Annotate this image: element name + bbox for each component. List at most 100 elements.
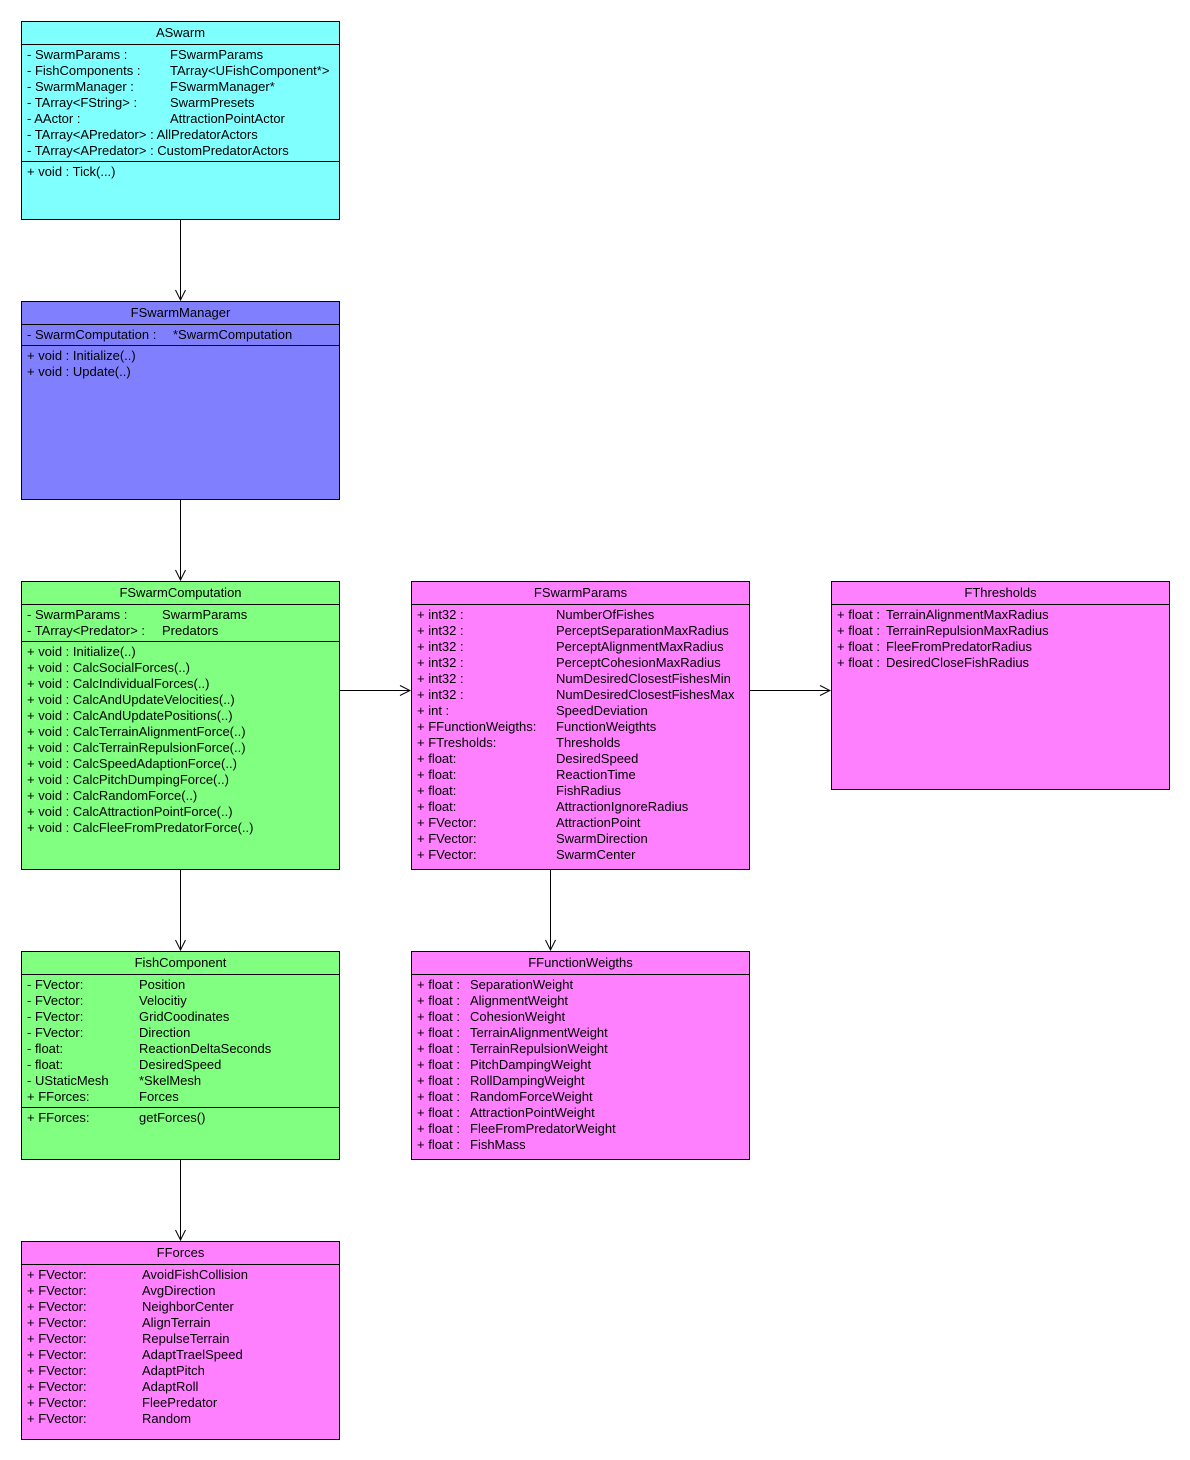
member-type: + void : CalcFleeFromPredatorForce(..) <box>27 820 254 835</box>
attribute-row: + FVector:AdaptTraelSpeed <box>27 1347 334 1363</box>
attribute-row: + FForces:Forces <box>27 1089 334 1105</box>
member-type: + FVector: <box>27 1379 87 1394</box>
member-name: SwarmCenter <box>556 847 636 862</box>
class-fswarmparams: FSwarmParams + int32 :NumberOfFishes+ in… <box>411 581 750 870</box>
member-name: TArray<UFishComponent*> <box>170 63 330 78</box>
attribute-row: + FVector:AttractionPoint <box>417 815 744 831</box>
member-name: NumDesiredClosestFishesMin <box>556 671 731 686</box>
member-name: AdaptTraelSpeed <box>142 1347 243 1362</box>
attribute-row: + FVector: AdaptRoll <box>27 1379 334 1395</box>
member-name: ReactionTime <box>556 767 636 782</box>
attribute-row: + float :SeparationWeight <box>417 977 744 993</box>
member-type: + float : <box>417 1041 460 1056</box>
member-type: - UStaticMesh <box>27 1073 109 1088</box>
attribute-row: - SwarmParams :SwarmParams <box>27 607 334 623</box>
member-type: + float : <box>837 655 880 670</box>
class-title: FSwarmManager <box>22 302 339 325</box>
attribute-row: + int32 :NumberOfFishes <box>417 607 744 623</box>
class-fishcomponent: FishComponent - FVector:Position- FVecto… <box>21 951 340 1160</box>
class-title: FForces <box>22 1242 339 1265</box>
member-type: + int : <box>417 703 450 718</box>
attribute-row: + FVector:AdaptPitch <box>27 1363 334 1379</box>
member-name: AttractionPointActor <box>170 111 285 126</box>
method-row: + FForces:getForces() <box>27 1110 334 1126</box>
attributes-section: + float :SeparationWeight+ float :Alignm… <box>412 975 749 1155</box>
member-type: - AActor : <box>27 111 81 126</box>
attribute-row: + float :TerrainAlignmentWeight <box>417 1025 744 1041</box>
member-type: - TArray<APredator> : AllPredatorActors <box>27 127 258 142</box>
member-name: AlignmentWeight <box>470 993 569 1008</box>
member-name: PerceptAlignmentMaxRadius <box>556 639 724 654</box>
member-name: Direction <box>139 1025 191 1040</box>
member-type: + void : CalcPitchDumpingForce(..) <box>27 772 229 787</box>
member-type: + float: <box>417 799 457 814</box>
member-type: + FForces: <box>27 1089 90 1104</box>
method-row: + void : Update(..) <box>27 364 334 380</box>
attribute-row: - TArray<Predator> :Predators <box>27 623 334 639</box>
attributes-section: - SwarmComputation :*SwarmComputation <box>22 325 339 346</box>
class-fswarmmanager: FSwarmManager - SwarmComputation :*Swarm… <box>21 301 340 500</box>
attribute-row: - AActor : AttractionPointActor <box>27 111 334 127</box>
attribute-row: - SwarmParams :FSwarmParams <box>27 47 334 63</box>
member-type: + float : <box>417 1137 460 1152</box>
member-name: TerrainRepulsionMaxRadius <box>886 623 1049 638</box>
member-type: - SwarmManager : <box>27 79 134 94</box>
member-type: + float : <box>417 1121 460 1136</box>
member-name: AdaptRoll <box>142 1379 199 1394</box>
member-name: Velocitiy <box>139 993 187 1008</box>
member-name: FleeFromPredatorRadius <box>886 639 1032 654</box>
member-name: CohesionWeight <box>470 1009 566 1024</box>
member-name: Thresholds <box>556 735 621 750</box>
member-type: - SwarmParams : <box>27 47 128 62</box>
member-type: + FVector: <box>27 1315 87 1330</box>
attribute-row: + float :FishMass <box>417 1137 744 1153</box>
member-name: SpeedDeviation <box>556 703 648 718</box>
member-name: Predators <box>162 623 219 638</box>
attribute-row: + FTresholds:Thresholds <box>417 735 744 751</box>
member-name: Position <box>139 977 186 992</box>
member-name: FleeFromPredatorWeight <box>470 1121 616 1136</box>
member-name: PerceptSeparationMaxRadius <box>556 623 729 638</box>
class-ffunctionweigths: FFunctionWeigths + float :SeparationWeig… <box>411 951 750 1160</box>
member-type: + void : CalcIndividualForces(..) <box>27 676 210 691</box>
attribute-row: - FVector:GridCoodinates <box>27 1009 334 1025</box>
attribute-row: + int32 :PerceptSeparationMaxRadius <box>417 623 744 639</box>
attribute-row: - FVector: Position <box>27 977 334 993</box>
class-fswarmcomputation: FSwarmComputation - SwarmParams :SwarmPa… <box>21 581 340 870</box>
member-type: + float : <box>417 993 460 1008</box>
attribute-row: + float :TerrainRepulsionMaxRadius <box>837 623 1164 639</box>
member-type: - FVector: <box>27 977 84 992</box>
member-type: + void : CalcTerrainRepulsionForce(..) <box>27 740 246 755</box>
member-type: + int32 : <box>417 671 464 686</box>
attribute-row: + FVector:FleePredator <box>27 1395 334 1411</box>
member-type: + FVector: <box>417 831 477 846</box>
method-row: + void : CalcAndUpdatePositions(..) <box>27 708 334 724</box>
attribute-row: + float:AttractionIgnoreRadius <box>417 799 744 815</box>
attribute-row: + float :TerrainAlignmentMaxRadius <box>837 607 1164 623</box>
attribute-row: + int32 :PerceptAlignmentMaxRadius <box>417 639 744 655</box>
member-type: + FVector: <box>27 1395 87 1410</box>
member-type: + void : CalcRandomForce(..) <box>27 788 198 803</box>
methods-section: + void : Initialize(..)+ void : CalcSoci… <box>22 642 339 838</box>
member-name: RandomForceWeight <box>470 1089 593 1104</box>
member-name: *SwarmComputation <box>173 327 293 342</box>
member-type: + int32 : <box>417 607 464 622</box>
method-row: + void : Initialize(..) <box>27 348 334 364</box>
attribute-row: + float :PitchDampingWeight <box>417 1057 744 1073</box>
attribute-row: - UStaticMesh*SkelMesh <box>27 1073 334 1089</box>
attribute-row: + int32 :NumDesiredClosestFishesMax <box>417 687 744 703</box>
method-row: + void : Initialize(..) <box>27 644 334 660</box>
member-name: RepulseTerrain <box>142 1331 230 1346</box>
attributes-section: + FVector:AvoidFishCollision+ FVector:Av… <box>22 1265 339 1429</box>
attribute-row: + float :AttractionPointWeight <box>417 1105 744 1121</box>
member-type: + void : Tick(...) <box>27 164 116 179</box>
method-row: + void : Tick(...) <box>27 164 334 180</box>
member-name: NumDesiredClosestFishesMax <box>556 687 735 702</box>
method-row: + void : CalcAndUpdateVelocities(..) <box>27 692 334 708</box>
attributes-section: - SwarmParams :FSwarmParams- FishCompone… <box>22 45 339 162</box>
member-name: TerrainAlignmentMaxRadius <box>886 607 1049 622</box>
attributes-section: - FVector: Position- FVector: Velocitiy- F… <box>22 975 339 1108</box>
member-name: DesiredSpeed <box>139 1057 222 1072</box>
class-aswarm: ASwarm - SwarmParams :FSwarmParams- Fish… <box>21 21 340 220</box>
class-title: FFunctionWeigths <box>412 952 749 975</box>
